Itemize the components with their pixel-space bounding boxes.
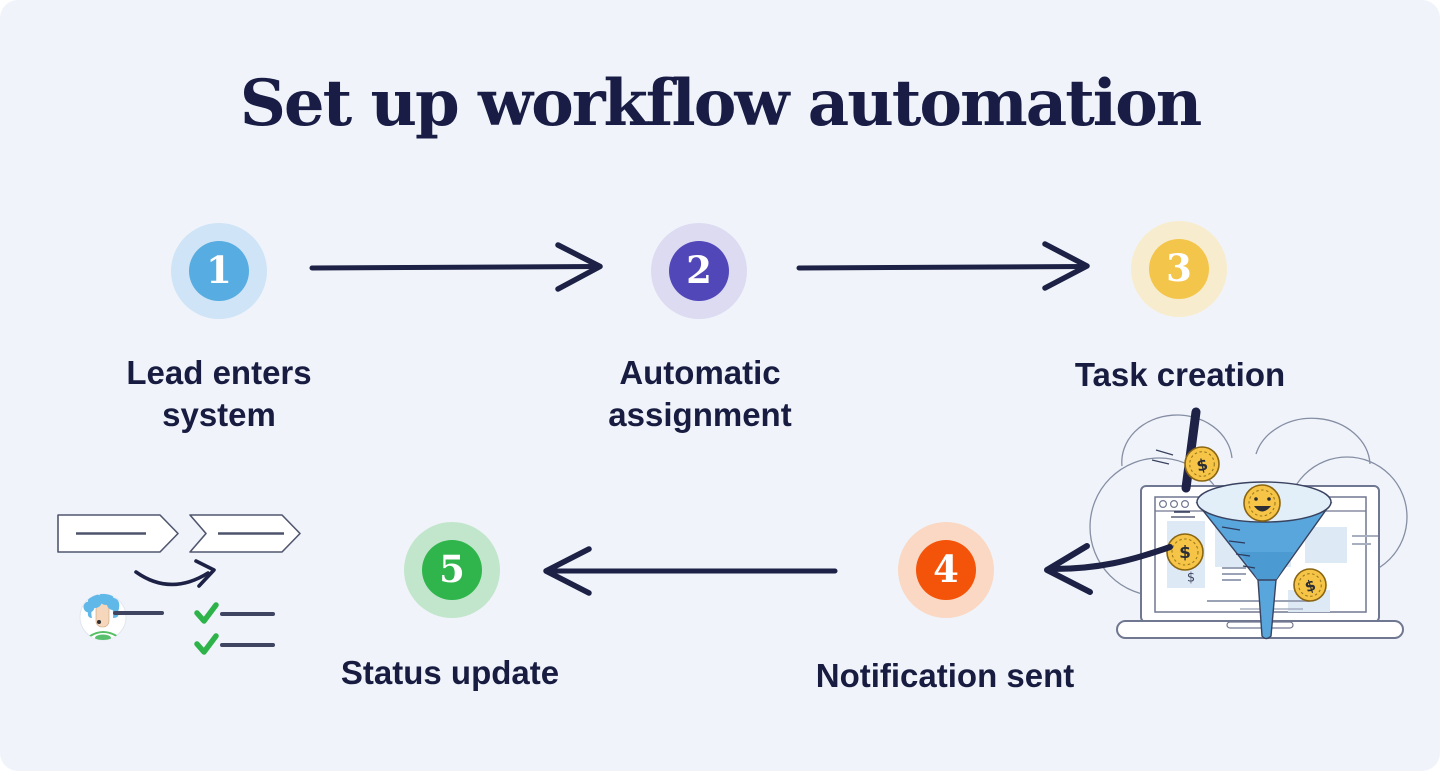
step-5-outer-circle: 5 [404,522,500,618]
step-5-label: Status update [340,654,560,691]
step-5-inner-circle: 5 [422,540,482,600]
step-1-label: Lead enters system [126,354,312,433]
step-2-outer-circle: 2 [651,223,747,319]
step-3-number: 3 [1166,245,1192,290]
step-3-inner-circle: 3 [1149,239,1209,299]
step-4-outer-circle: 4 [898,522,994,618]
step-4-badge: 4 [898,522,994,618]
step-2-label: Automatic assignment [608,354,792,433]
step-2-number: 2 [686,247,712,292]
step-3-outer-circle: 3 [1131,221,1227,317]
step-5-badge: 5 [404,522,500,618]
step-2-inner-circle: 2 [669,241,729,301]
step-2-badge: 2 [651,223,747,319]
step-3-badge: 3 [1131,221,1227,317]
step-4-inner-circle: 4 [916,540,976,600]
step-3-label: Task creation [1074,356,1286,393]
step-1-badge: 1 [171,223,267,319]
step-1-inner-circle: 1 [189,241,249,301]
step-1-outer-circle: 1 [171,223,267,319]
step-1-number: 1 [206,247,232,292]
step-4-number: 4 [933,546,959,591]
page-title: Set up workflow automation [239,66,1203,141]
step-4-label: Notification sent [815,657,1075,694]
step-5-number: 5 [439,546,465,591]
